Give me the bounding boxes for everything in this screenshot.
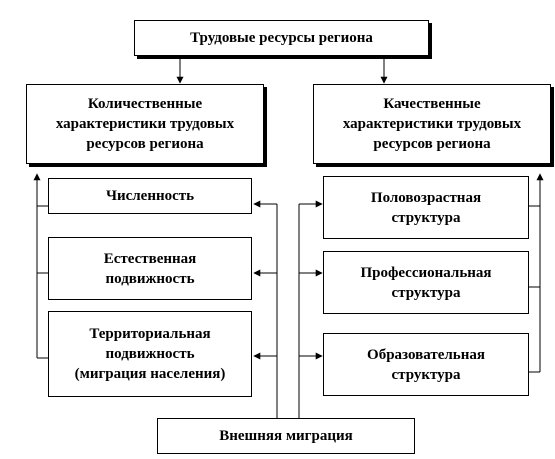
bottom-migration-text: Внешняя миграция xyxy=(219,428,353,444)
right-item-professional: Профессиональная структура xyxy=(323,251,529,314)
left-item-territorial-mobility: Территориальная подвижность (миграция на… xyxy=(48,311,252,397)
right-item-text: Профессиональная структура xyxy=(360,264,492,301)
left-item-count: Численность xyxy=(48,178,252,214)
right-item-educational: Образовательная структура xyxy=(323,333,529,396)
right-item-text: Образовательная структура xyxy=(367,346,485,383)
title-box: Трудовые ресурсы региона xyxy=(134,20,429,56)
title-text: Трудовые ресурсы региона xyxy=(190,30,373,46)
left-item-text: Территориальная подвижность (миграция на… xyxy=(74,326,226,382)
left-header-box: Количественные характеристики трудовых р… xyxy=(26,84,264,164)
right-item-text: Половозрастная структура xyxy=(370,189,482,226)
left-item-text: Естественная подвижность xyxy=(103,250,197,287)
right-item-age-sex: Половозрастная структура xyxy=(323,176,529,239)
left-item-natural-mobility: Естественная подвижность xyxy=(48,237,252,300)
bottom-migration-box: Внешняя миграция xyxy=(157,418,415,454)
left-item-text: Численность xyxy=(105,188,195,204)
left-header-text: Количественные характеристики трудовых р… xyxy=(55,96,235,152)
right-header-text: Качественные характеристики трудовых рес… xyxy=(342,96,522,152)
right-header-box: Качественные характеристики трудовых рес… xyxy=(313,84,551,164)
